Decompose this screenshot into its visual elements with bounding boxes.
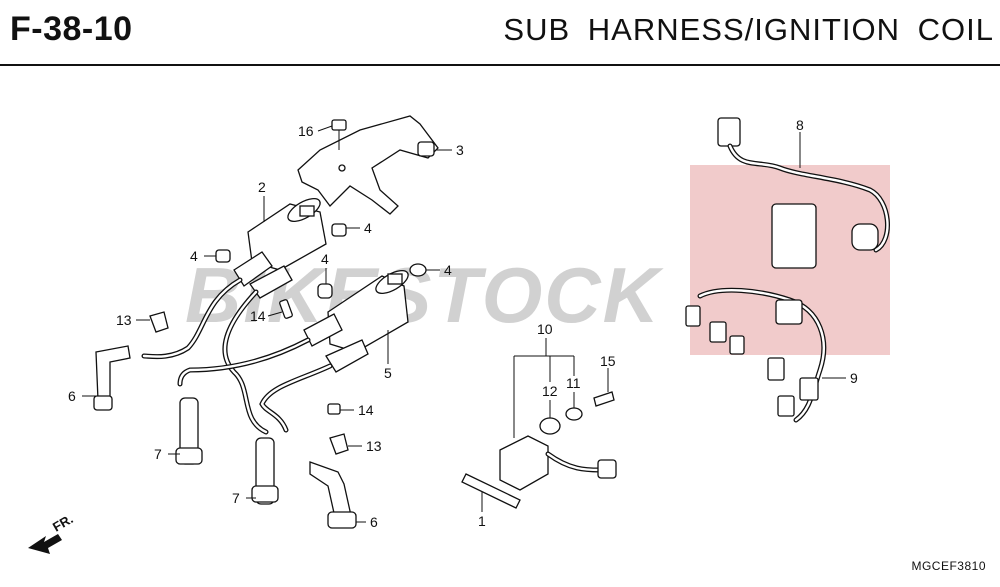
callout-4-upper: 4 — [364, 220, 372, 236]
plug-cap-6-bottom[interactable] — [309, 461, 357, 529]
bolt-14-lower[interactable] — [327, 403, 341, 415]
callout-1: 1 — [478, 513, 486, 529]
callout-12: 12 — [542, 383, 558, 399]
callout-6-left: 6 — [68, 388, 76, 404]
collar-11[interactable] — [565, 407, 583, 421]
front-direction-label: FR. — [50, 511, 76, 534]
callout-7-bottom: 7 — [232, 490, 240, 506]
high-tension-leads — [141, 277, 333, 435]
callout-5: 5 — [384, 365, 392, 381]
header: F-38-10 SUB HARNESS/IGNITION COIL — [0, 0, 1000, 66]
clip-4-right[interactable] — [409, 263, 427, 277]
drawing-code: MGCEF3810 — [911, 559, 986, 573]
coil-boots — [233, 251, 369, 373]
plug-cap-7-bottom[interactable] — [251, 437, 279, 505]
clamp-13-left[interactable] — [149, 311, 169, 333]
clip-4-middle[interactable] — [317, 283, 333, 299]
page-title: SUB HARNESS/IGNITION COIL — [503, 12, 994, 47]
callout-13-left: 13 — [116, 312, 132, 328]
callout-2: 2 — [258, 179, 266, 195]
ignition-unit[interactable] — [461, 435, 617, 509]
callout-11: 11 — [566, 375, 581, 391]
callout-4-right: 4 — [444, 262, 452, 278]
leader-lines — [82, 125, 846, 523]
page-code: F-38-10 — [10, 10, 133, 48]
callout-labels: 16 3 2 4 4 4 4 13 14 5 6 14 7 13 7 6 1 1… — [68, 117, 858, 530]
callout-6-bottom: 6 — [370, 514, 378, 530]
ignition-coil-bracket[interactable] — [297, 115, 439, 215]
callout-4-middle: 4 — [321, 251, 329, 267]
clamp-13-bottom[interactable] — [329, 433, 349, 455]
sub-harness-8[interactable] — [717, 117, 890, 269]
bolt-14-upper[interactable] — [279, 299, 293, 319]
callout-3: 3 — [456, 142, 464, 158]
callout-13-bottom: 13 — [366, 438, 382, 454]
grommet-12[interactable] — [539, 417, 561, 435]
plug-cap-6-left[interactable] — [93, 345, 131, 411]
callout-16: 16 — [298, 123, 314, 139]
callout-7-left: 7 — [154, 446, 162, 462]
callout-14-upper: 14 — [250, 308, 266, 324]
callout-15: 15 — [600, 353, 616, 369]
plug-cap-7-left[interactable] — [175, 397, 203, 465]
sub-harness-9[interactable] — [685, 287, 827, 423]
callout-4-left: 4 — [190, 248, 198, 264]
callout-8: 8 — [796, 117, 804, 133]
bolt-15[interactable] — [593, 391, 615, 407]
header-divider — [0, 64, 1000, 66]
clip-4-left[interactable] — [215, 249, 231, 263]
ignition-coil-2[interactable] — [247, 194, 327, 271]
clip-4-upper[interactable] — [331, 223, 347, 237]
bolt-16[interactable] — [331, 119, 347, 150]
callout-10: 10 — [537, 321, 553, 337]
front-direction-arrow: FR. — [28, 511, 76, 554]
callout-9: 9 — [850, 370, 858, 386]
callout-14-lower: 14 — [358, 402, 374, 418]
